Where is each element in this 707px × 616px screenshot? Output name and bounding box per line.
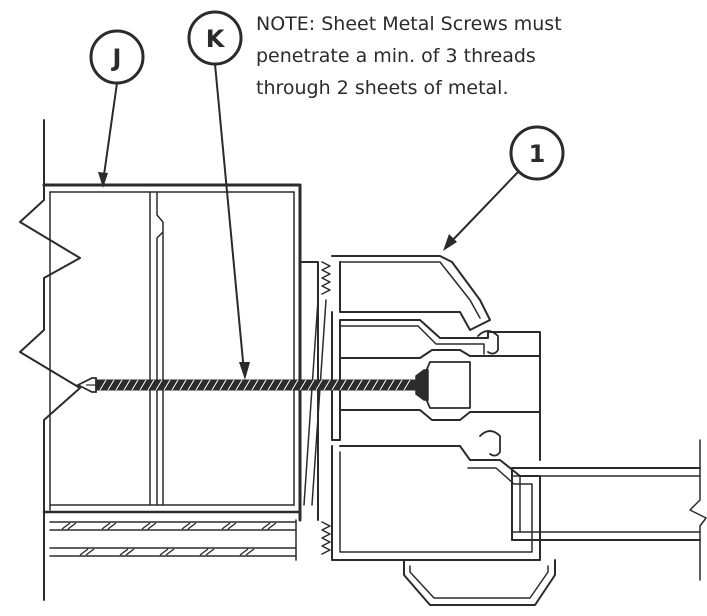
new-frame-sill-inner: [339, 451, 533, 553]
sheet-metal-screw: [75, 369, 429, 401]
new-frame-hook-lower: [479, 430, 501, 457]
callout-j-label: J: [111, 44, 122, 72]
callout-k: K: [187, 10, 250, 380]
new-frame-upper-rail-inner: [339, 325, 485, 355]
sealant-beads: [303, 261, 331, 555]
note-line-1: NOTE: Sheet Metal Screws must: [256, 13, 562, 35]
existing-frame-step: [299, 261, 319, 521]
callout-1-label: 1: [529, 140, 546, 168]
sill-hatch-row-2: [79, 548, 255, 556]
new-frame-head-inner: [339, 261, 481, 319]
callout-k-leader: [214, 63, 245, 373]
new-frame-head-outer: [331, 255, 491, 331]
existing-frame-j: [42, 183, 319, 522]
callout-k-arrowhead: [239, 362, 250, 380]
sealant-bead-top: [321, 261, 331, 295]
screw-threads: [99, 379, 411, 391]
callout-1: 1: [443, 125, 565, 251]
sill-hatch: [49, 519, 297, 561]
sash-glazing: [511, 439, 707, 581]
break-line-left: [19, 119, 81, 601]
new-frame-drip-leg-inner: [409, 565, 549, 599]
new-frame-upper-rail: [331, 311, 541, 461]
callout-j-leader: [102, 82, 118, 183]
note-line-3: through 2 sheets of metal.: [256, 77, 509, 99]
callout-1-circle: [509, 125, 565, 181]
shim-line-b: [311, 299, 327, 506]
callout-1-leader: [447, 171, 519, 246]
sill-hatch-row-1: [61, 522, 277, 530]
sealant-bead-bottom: [321, 521, 331, 555]
existing-frame-outer: [42, 183, 302, 522]
callout-j-arrowhead: [98, 172, 108, 188]
new-frame-drip-leg: [403, 559, 556, 606]
new-frame-interlock-lower: [339, 409, 541, 421]
new-window-frame: [331, 255, 556, 606]
note-line-2: penetrate a min. of 3 threads: [256, 45, 536, 67]
shim-line-a: [303, 299, 319, 506]
note-text: NOTE: Sheet Metal Screws must penetrate …: [256, 13, 562, 99]
screw-head: [415, 369, 429, 401]
new-frame-sill-outer: [331, 445, 541, 561]
screw-shank: [95, 379, 417, 391]
sash-break-line: [689, 439, 707, 581]
existing-frame-mid-wall-b: [156, 191, 164, 506]
new-frame-hook-upper: [477, 330, 499, 355]
wall-break-line: [19, 119, 81, 601]
callout-k-label: K: [206, 25, 226, 53]
callout-j: J: [89, 29, 145, 188]
new-frame-interlock: [339, 349, 541, 359]
callout-1-arrowhead: [443, 234, 457, 251]
